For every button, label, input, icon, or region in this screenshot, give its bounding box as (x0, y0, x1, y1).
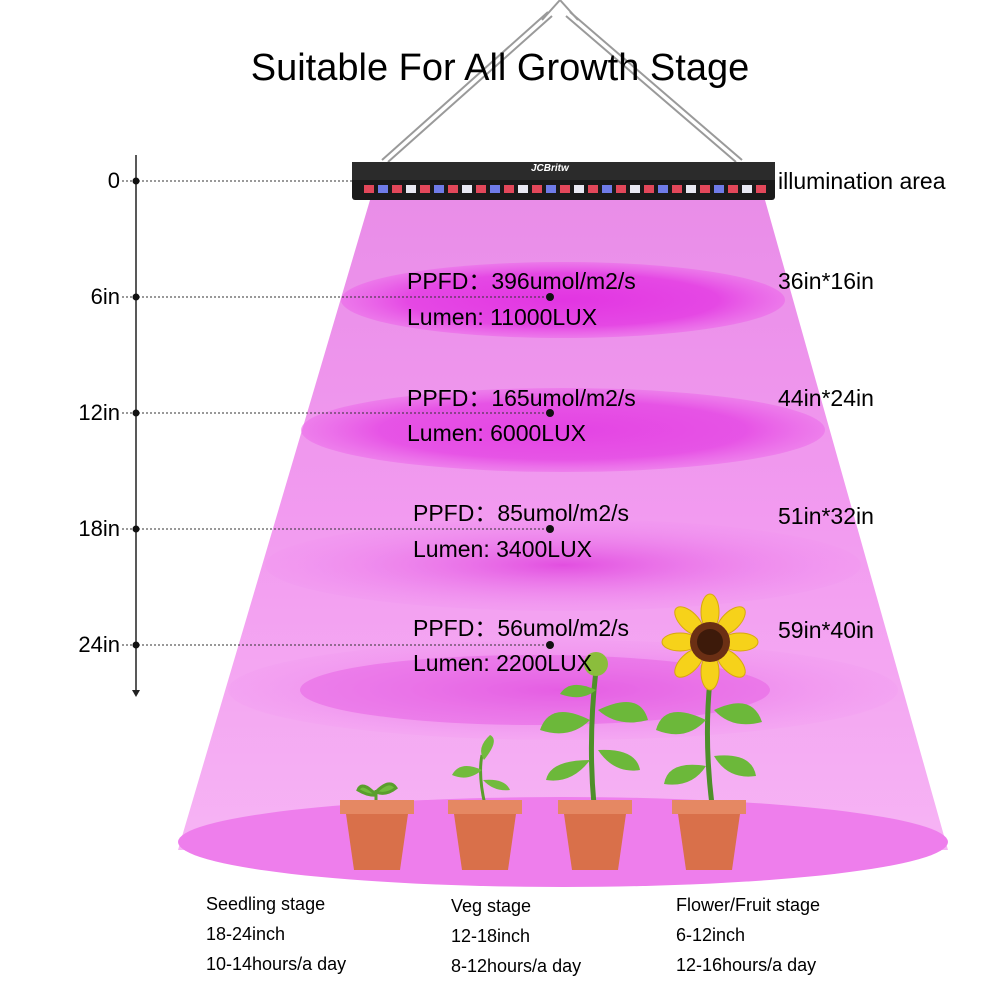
stage-flower-name: Flower/Fruit stage (676, 895, 821, 915)
grow-light-panel-icon (352, 162, 775, 200)
page-title: Suitable For All Growth Stage (250, 47, 750, 89)
area-18in: 51in*32in (778, 503, 874, 529)
beam-ellipse-12in (301, 388, 825, 472)
ruler-tick-6in: 6in (90, 284, 120, 309)
brand-label: JCBritw (531, 163, 569, 174)
ruler-tick-18in: 18in (78, 516, 120, 541)
lumen-18in: Lumen: 3400LUX (413, 536, 593, 562)
beam-ellipse-6in (341, 262, 785, 338)
stage-veg-distance: 12-18inch (451, 926, 531, 946)
stage-seedling-name: Seedling stage (206, 894, 326, 914)
illumination-area-label: illumination area (778, 168, 946, 194)
stage-seedling-distance: 18-24inch (206, 924, 286, 944)
stage-veg: Veg stage 12-18inch 8-12hours/a day (451, 891, 581, 981)
sunflower-pot-icon (656, 593, 762, 870)
ruler-tick-12in: 12in (78, 400, 120, 425)
lumen-12in: Lumen: 6000LUX (407, 420, 587, 446)
ppfd-18in: PPFD：85umol/m2/s (413, 500, 630, 526)
ppfd-6in: PPFD：396umol/m2/s (407, 268, 636, 294)
distance-ruler (132, 155, 140, 697)
ruler-tick-0: 0 (107, 168, 120, 193)
stage-seedling: Seedling stage 18-24inch 10-14hours/a da… (206, 889, 346, 979)
young-sunflower-pot-icon (540, 652, 648, 870)
stage-flower-distance: 6-12inch (676, 925, 746, 945)
hanging-wires (381, 0, 743, 163)
ppfd-24in: PPFD：56umol/m2/s (413, 615, 630, 641)
leader-dots (132, 177, 554, 649)
stage-veg-name: Veg stage (451, 896, 532, 916)
beam-ellipse-24in-inner (300, 655, 770, 725)
veg-plant-pot-icon (448, 735, 522, 870)
stage-seedling-hours: 10-14hours/a day (206, 954, 347, 974)
lumen-6in: Lumen: 11000LUX (407, 304, 598, 330)
stage-veg-hours: 8-12hours/a day (451, 956, 582, 976)
seedling-pot-icon (340, 782, 414, 870)
lumen-24in: Lumen: 2200LUX (413, 650, 593, 676)
area-24in: 59in*40in (778, 617, 874, 643)
stage-flower: Flower/Fruit stage 6-12inch 12-16hours/a… (676, 890, 820, 980)
ruler-tick-24in: 24in (78, 632, 120, 657)
beam-ellipse-18in (265, 519, 861, 611)
area-6in: 36in*16in (778, 268, 874, 294)
leader-lines (122, 180, 550, 646)
stage-flower-hours: 12-16hours/a day (676, 955, 817, 975)
area-12in: 44in*24in (778, 385, 874, 411)
ppfd-12in: PPFD：165umol/m2/s (407, 385, 636, 411)
